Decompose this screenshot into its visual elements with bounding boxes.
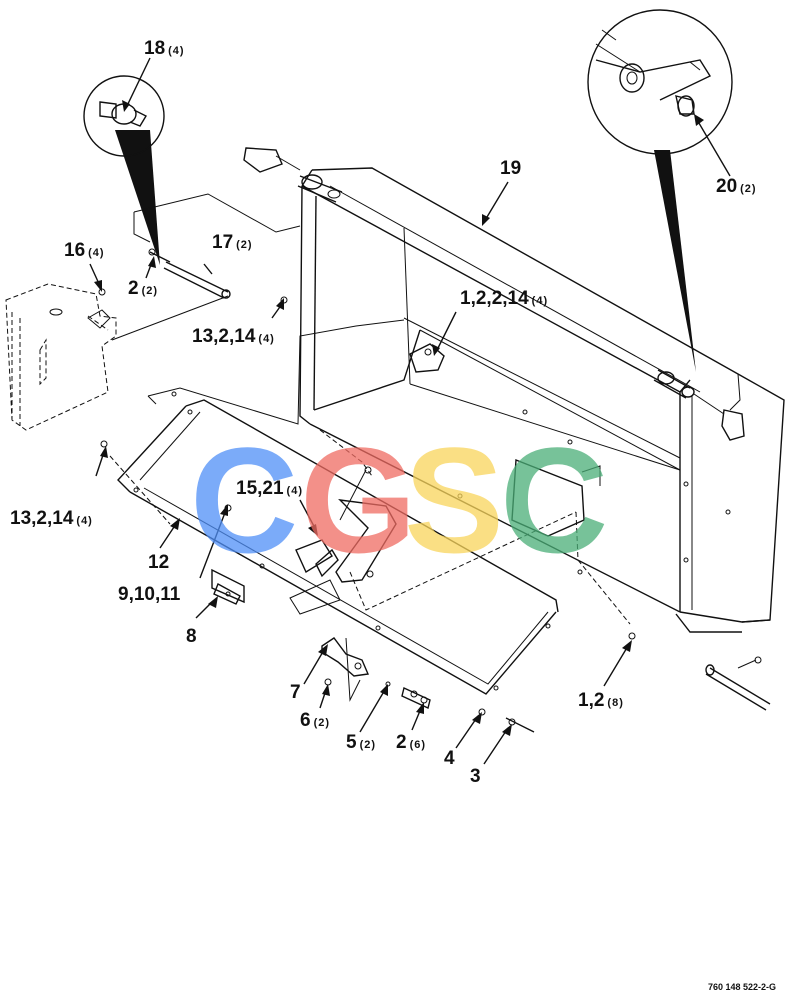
guide-line: [147, 395, 157, 405]
right-mounting-plate: [511, 458, 601, 537]
callout-2-upper: 2(2): [128, 278, 158, 299]
watermark-letter: S: [404, 416, 504, 584]
lower-shield-panel: [117, 399, 559, 695]
callout-9-10-11: 9,10,11: [118, 584, 181, 605]
watermark-letter: C: [500, 416, 608, 584]
guide-line: [345, 637, 361, 702]
callout-2-lower: 2(6): [396, 732, 426, 753]
callout-3: 3: [470, 766, 481, 787]
drawing-number: 760 148 522-2-G: [708, 982, 776, 992]
watermark: C G S C: [190, 416, 608, 584]
hardware-fasteners: [98, 288, 636, 640]
guide-line: [111, 295, 229, 341]
callout-18: 18(4): [144, 38, 185, 59]
gas-spring-cylinder: [115, 130, 231, 299]
center-hinge-brackets: [295, 466, 397, 583]
callout-5: 5(2): [346, 732, 376, 753]
guide-line: [109, 455, 171, 525]
watermark-letter: C: [190, 416, 298, 584]
main-frame-assembly: [243, 147, 785, 633]
detail-circle-item-20: [587, 9, 733, 372]
callout-15-21: 15,21(4): [236, 478, 303, 499]
callout-19: 19: [500, 158, 521, 179]
callout-leaders: [89, 57, 731, 765]
callout-labels: 18(4) 19 20(2) 16(4) 17(2) 2(2) 13,2,14(…: [10, 38, 757, 787]
latch-item-8: [211, 568, 245, 605]
watermark-letter: G: [300, 416, 417, 584]
callout-7: 7: [290, 682, 301, 703]
callout-8: 8: [186, 626, 197, 647]
lever-item-7: [321, 637, 535, 733]
callout-1-2-2-14: 1,2,2,14(4): [460, 288, 548, 309]
callout-1-2: 1,2(8): [578, 690, 624, 711]
guide-line: [349, 511, 577, 611]
callout-13-2-14-lower: 13,2,14(4): [10, 508, 93, 529]
callout-13-2-14-upper: 13,2,14(4): [192, 326, 275, 347]
callout-6: 6(2): [300, 710, 330, 731]
guide-line: [147, 319, 405, 425]
callout-16: 16(4): [64, 240, 105, 261]
left-side-bracket: [5, 283, 117, 431]
guide-line: [319, 429, 373, 477]
callout-12: 12: [148, 552, 169, 573]
callout-4: 4: [444, 748, 455, 769]
lower-right-strut: [705, 656, 771, 711]
callout-20: 20(2): [716, 176, 757, 197]
guide-line: [575, 511, 631, 625]
callout-17: 17(2): [212, 232, 253, 253]
guide-line: [289, 579, 341, 615]
guide-line: [133, 193, 301, 233]
guide-line: [133, 212, 151, 243]
